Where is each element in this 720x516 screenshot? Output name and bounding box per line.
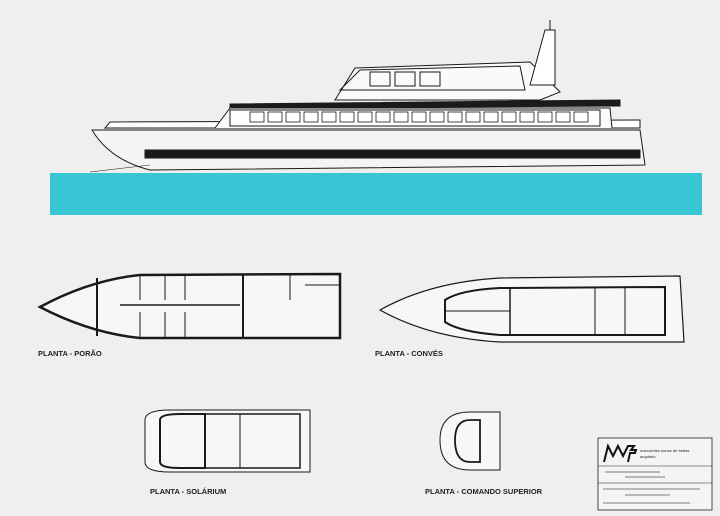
side-elevation	[89, 20, 646, 173]
plan-conves-label: PLANTA - CONVÉS	[375, 349, 443, 358]
plan-solarium-label: PLANTA - SOLÁRIUM	[150, 487, 226, 496]
plan-comando-label: PLANTA - COMANDO SUPERIOR	[425, 487, 543, 496]
plan-solarium	[144, 409, 311, 473]
architect-name: marcondes nunes de freitas	[640, 448, 689, 453]
sea-band	[50, 173, 702, 215]
logo-mark	[603, 443, 638, 463]
title-block: marcondes nunes de freitas arquiteto	[597, 437, 713, 511]
plan-conves	[378, 275, 685, 343]
architect-role: arquiteto	[640, 454, 656, 459]
plan-comando	[439, 411, 501, 471]
plan-porao	[37, 272, 342, 340]
plan-porao-label: PLANTA - PORÃO	[38, 349, 102, 358]
